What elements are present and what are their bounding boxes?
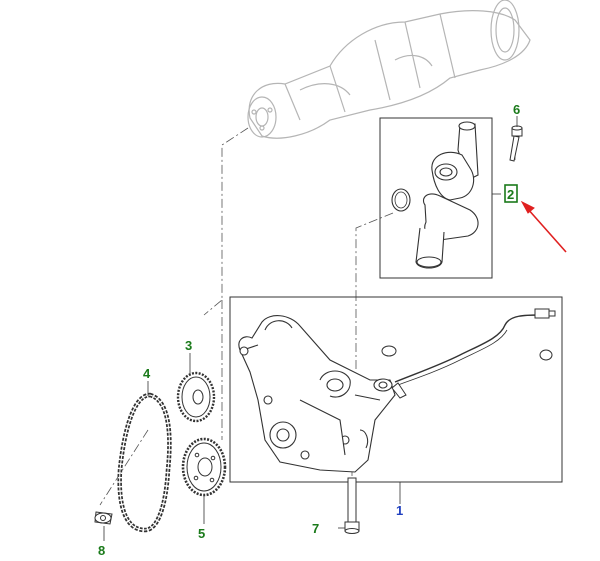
chain-part-4 [117,392,172,533]
callout-5: 5 [198,526,205,541]
bolt-part-6 [509,125,523,162]
red-arrow-icon [520,200,567,253]
callout-7: 7 [312,521,319,536]
callout-3: 3 [185,338,192,353]
crankshaft-ghost [247,0,531,139]
leader-lines [103,116,518,541]
bolt-part-7 [344,477,360,534]
callout-2: 2 [507,187,514,202]
callout-8: 8 [98,543,105,558]
main-assembly-box [229,296,563,483]
bolt-part-8 [94,511,113,525]
callout-2-highlight-box [504,184,518,203]
detail-box-oil-pickup [379,117,493,279]
callout-4: 4 [143,366,151,381]
callout-6: 6 [513,102,520,117]
callout-1: 1 [396,503,403,518]
sprocket-part-3 [176,371,216,423]
sprocket-part-5 [181,437,227,497]
